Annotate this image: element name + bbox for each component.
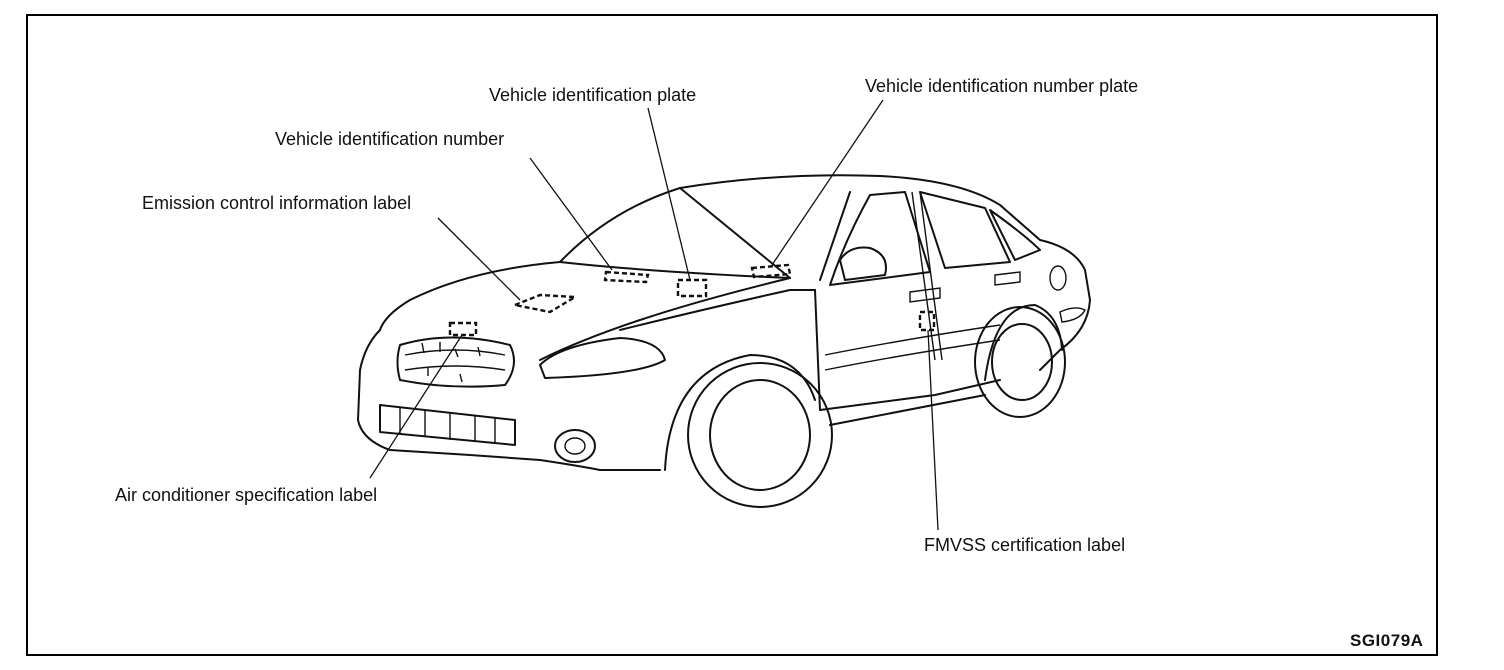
leader-fmvss (927, 329, 939, 531)
leader-ac (369, 334, 463, 479)
vin-marker (603, 270, 650, 284)
fmvss-certification-label: FMVSS certification label (924, 535, 1126, 555)
emission-label-marker (510, 293, 579, 314)
ac-spec-label-marker (448, 321, 478, 337)
vin-plate-marker (750, 263, 792, 279)
car-body (357, 174, 1091, 508)
figure-code: SGI079A (1350, 631, 1424, 650)
ac-marker-ticks (421, 342, 481, 383)
figure-frame (26, 14, 1438, 656)
vehicle-identification-number-label: Vehicle identification number (275, 129, 505, 149)
leader-vin-plate (771, 99, 884, 266)
emission-control-information-label: Emission control information label (142, 193, 412, 213)
leader-id-plate (647, 107, 691, 281)
leader-lines (369, 99, 939, 531)
label-location-markers (421, 263, 936, 383)
fmvss-label-marker (918, 310, 936, 332)
leader-emission (437, 217, 521, 301)
vehicle-identification-number-plate-label: Vehicle identification number plate (865, 76, 1139, 96)
vehicle-identification-plate-label: Vehicle identification plate (489, 85, 697, 105)
vehicle-id-plate-marker (676, 278, 708, 298)
leader-vin (529, 157, 613, 271)
air-conditioner-specification-label: Air conditioner specification label (115, 485, 378, 505)
